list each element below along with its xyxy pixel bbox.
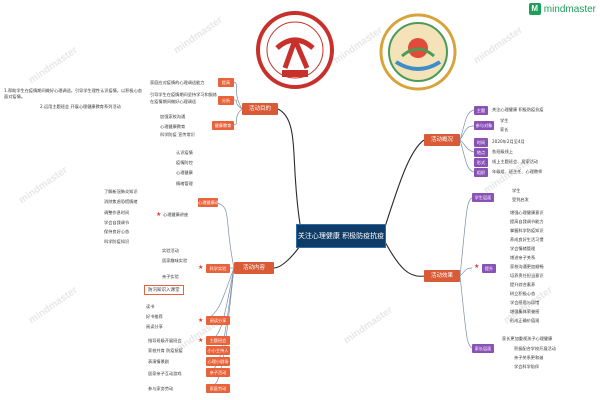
overview-value: 家长 (500, 127, 509, 132)
overview-value: 学生 (500, 118, 509, 123)
effect-group-label[interactable]: 家长层面 (472, 344, 494, 353)
effect-item: 形成正确价值观 (510, 318, 540, 323)
content-item: 保持良好心态 (104, 229, 130, 234)
content-group-label[interactable]: 主题班会 (206, 336, 230, 345)
content-item: 调整作息时间 (104, 210, 130, 215)
school-emblem-left (256, 11, 334, 89)
content-item: 好书推荐 (146, 314, 163, 319)
goal-long-note: 1.帮助学生在疫情期间做好心理调适，引导学生理性认识疫情，以积极心态面对疫情。 (4, 88, 142, 99)
effect-item: 提高自我调节能力 (510, 219, 544, 224)
branch-effect[interactable]: 活动效果 (424, 270, 460, 282)
content-item: 了解新冠肺炎知识 (104, 189, 138, 194)
content-item: 消除焦虑恐慌情绪 (104, 199, 138, 204)
central-topic[interactable]: 关注心理健康 积极防疫抗疫 (296, 224, 386, 248)
overview-label[interactable]: 参与对象 (474, 121, 494, 130)
effect-item: 亲子关系更和谐 (514, 355, 544, 360)
effect-item: 学会感恩与珍惜 (510, 300, 540, 305)
content-item: 指导班级开展班会 (148, 338, 182, 343)
branch-goal[interactable]: 活动目的 (242, 103, 278, 115)
brand-name: mindmaster (543, 3, 596, 15)
effect-item: 增进亲子关系 (510, 255, 536, 260)
content-item: 学会自我调节 (104, 220, 130, 225)
content-small-label[interactable]: 小小主持人 (206, 346, 230, 355)
callout-note: 防汛知识入课堂 (144, 285, 184, 295)
content-item: 亲子实验 (162, 274, 179, 279)
overview-label[interactable]: 组织 (474, 168, 488, 177)
goal-item: 科学防疫 宣传常识 (160, 132, 195, 137)
star-icon: ★ (198, 337, 204, 344)
content-item: 疫情防控 (176, 160, 193, 165)
content-small-note: 表演情景剧 (148, 359, 169, 364)
effect-item: 积极配合学校开展活动 (514, 346, 556, 351)
content-item: 心理健康 (176, 170, 193, 175)
effect-items-label[interactable]: 提升 (482, 264, 496, 273)
goal-item: 心理健康教育 (160, 124, 186, 129)
effect-item: 学会情绪管理 (510, 246, 536, 251)
effect-item: 家长更加重视孩子心理健康 (502, 336, 553, 341)
star-icon: ★ (198, 264, 204, 271)
mindmaster-logo-icon: M (528, 3, 541, 15)
content-item: 情绪管理 (176, 181, 193, 186)
effect-item: 学会科学陪伴 (514, 364, 540, 369)
content-small-label[interactable]: 亲子活动 (206, 368, 230, 377)
content-item: 实验活动 (162, 248, 179, 253)
overview-value: 线上主题班会、居家活动 (492, 159, 539, 164)
goal-group-label[interactable]: 健康教育 (212, 121, 234, 130)
content-small-label[interactable]: 心理小剧场 (206, 357, 230, 366)
effect-item: 树立积极心态 (510, 291, 536, 296)
school-emblem-right (379, 13, 457, 91)
effect-group-label[interactable]: 学生层面 (472, 193, 494, 202)
effect-item: 养成良好生活习惯 (510, 237, 544, 242)
effect-item: 家校沟通更加顺畅 (510, 264, 544, 269)
overview-value: 关注心理健康 积极防疫抗疫 (492, 107, 544, 112)
goal-item: 引导学生在疫情期间坚持学习和锻炼 (150, 92, 218, 97)
content-item: 阅读分享 (146, 324, 163, 329)
goal-item: 加强家校沟通 (160, 114, 186, 119)
overview-value: 2020年2月至4月 (492, 139, 525, 144)
effect-item: 提升综合素养 (510, 282, 536, 287)
content-item: 认识疫情 (176, 150, 193, 155)
content-item: 居家趣味实验 (162, 258, 188, 263)
content-small-label[interactable]: 家庭劳动 (206, 384, 230, 393)
effect-item: 增强心理健康意识 (510, 210, 544, 215)
content-group-label[interactable]: 科学实验 (206, 264, 230, 273)
mindmaster-brand: M mindmaster (528, 3, 596, 15)
goal-group-label[interactable]: 分析 (218, 96, 234, 105)
goal-long-note: 2.运用主题班会 开展心理健康教育系列活动 (40, 104, 121, 109)
effect-item: 掌握科学防疫知识 (510, 228, 544, 233)
content-small-note: 居家亲子互动游戏 (148, 371, 182, 376)
content-item: 科学防疫知识 (104, 239, 130, 244)
content-small-note: 参与家务劳动 (148, 386, 174, 391)
star-icon: ★ (474, 263, 480, 270)
overview-value: 年级组、班主任、心理教师 (492, 169, 543, 174)
effect-item: 学生 (512, 188, 521, 193)
content-mental-label-text: 心理健康讲座 (163, 212, 189, 217)
overview-label[interactable]: 地点 (474, 148, 488, 157)
content-small-note: 家校共育 防疫抗疫 (148, 348, 183, 353)
branch-overview[interactable]: 活动概况 (424, 134, 460, 146)
overview-value: 各班级线上 (492, 149, 513, 154)
content-group-label[interactable]: 心理健康讲座 (198, 198, 218, 207)
goal-group-label[interactable]: 提高 (218, 78, 234, 87)
overview-label[interactable]: 主题 (474, 106, 488, 115)
content-group-label[interactable]: 阅读分享 (206, 316, 230, 325)
effect-item: 受到启发 (512, 197, 529, 202)
star-icon: ★ (156, 211, 162, 218)
effect-item: 增强集体荣誉感 (510, 309, 540, 314)
overview-label[interactable]: 时间 (474, 138, 488, 147)
overview-label[interactable]: 形式 (474, 158, 488, 167)
branch-content[interactable]: 活动内容 (234, 262, 274, 274)
effect-item: 培养责任担当意识 (510, 273, 544, 278)
content-item: 读书 (146, 304, 155, 309)
goal-item: 家庭应对疫情的心理调适能力 (150, 80, 205, 85)
goal-item: 在疫情期间做好心理调适 (150, 99, 197, 104)
star-icon: ★ (198, 317, 204, 324)
